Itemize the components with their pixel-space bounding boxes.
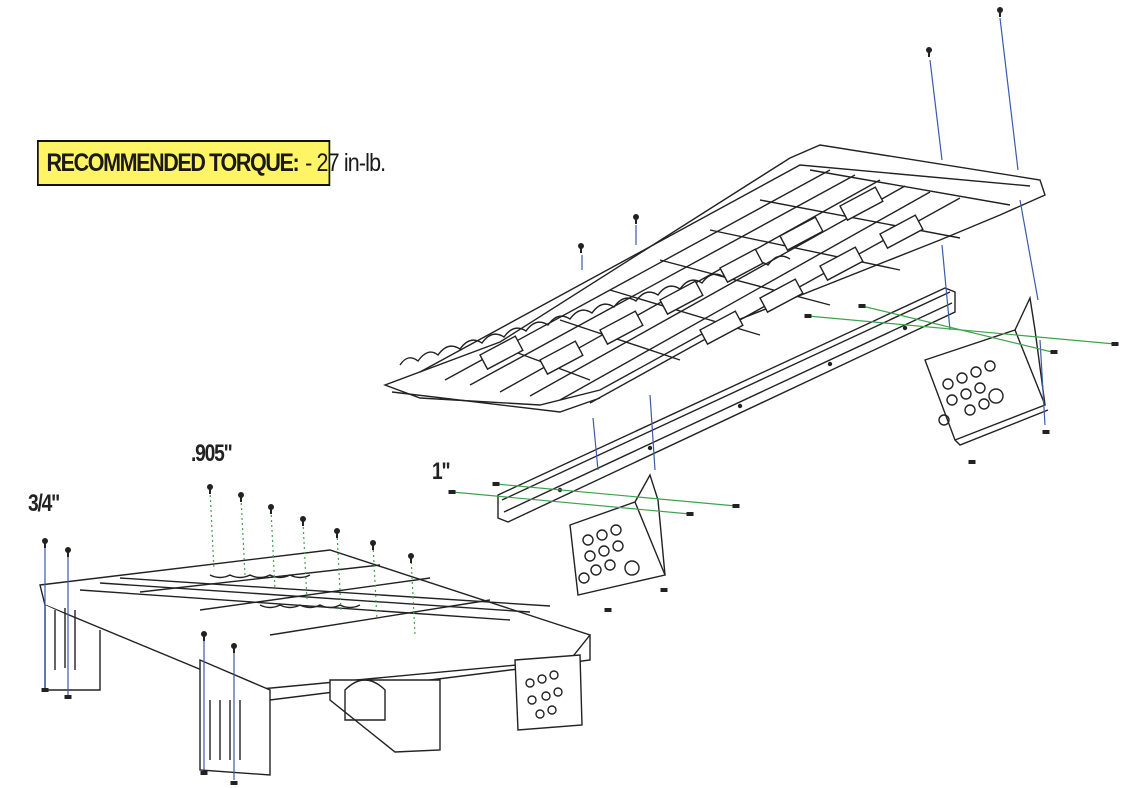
assembled-platform xyxy=(39,549,592,776)
dimension-label-three-quarter: 3/4" xyxy=(28,490,60,517)
upper-ribbed-tray xyxy=(382,144,1046,413)
channel-rail xyxy=(497,287,956,523)
fastener-lines-dotted xyxy=(209,489,416,636)
middle-bracket xyxy=(569,473,666,596)
torque-label: RECOMMENDED TORQUE: xyxy=(46,148,299,177)
torque-value: - 27 in-lb. xyxy=(305,148,386,177)
recommended-torque-callout: RECOMMENDED TORQUE: - 27 in-lb. xyxy=(37,140,386,186)
fastener-lines-blue xyxy=(44,17,1046,780)
fastener-lines-green xyxy=(451,305,1116,515)
dimension-label-one-inch: 1" xyxy=(432,458,451,485)
dimension-label-905: .905" xyxy=(191,440,233,467)
right-bracket xyxy=(924,295,1049,446)
